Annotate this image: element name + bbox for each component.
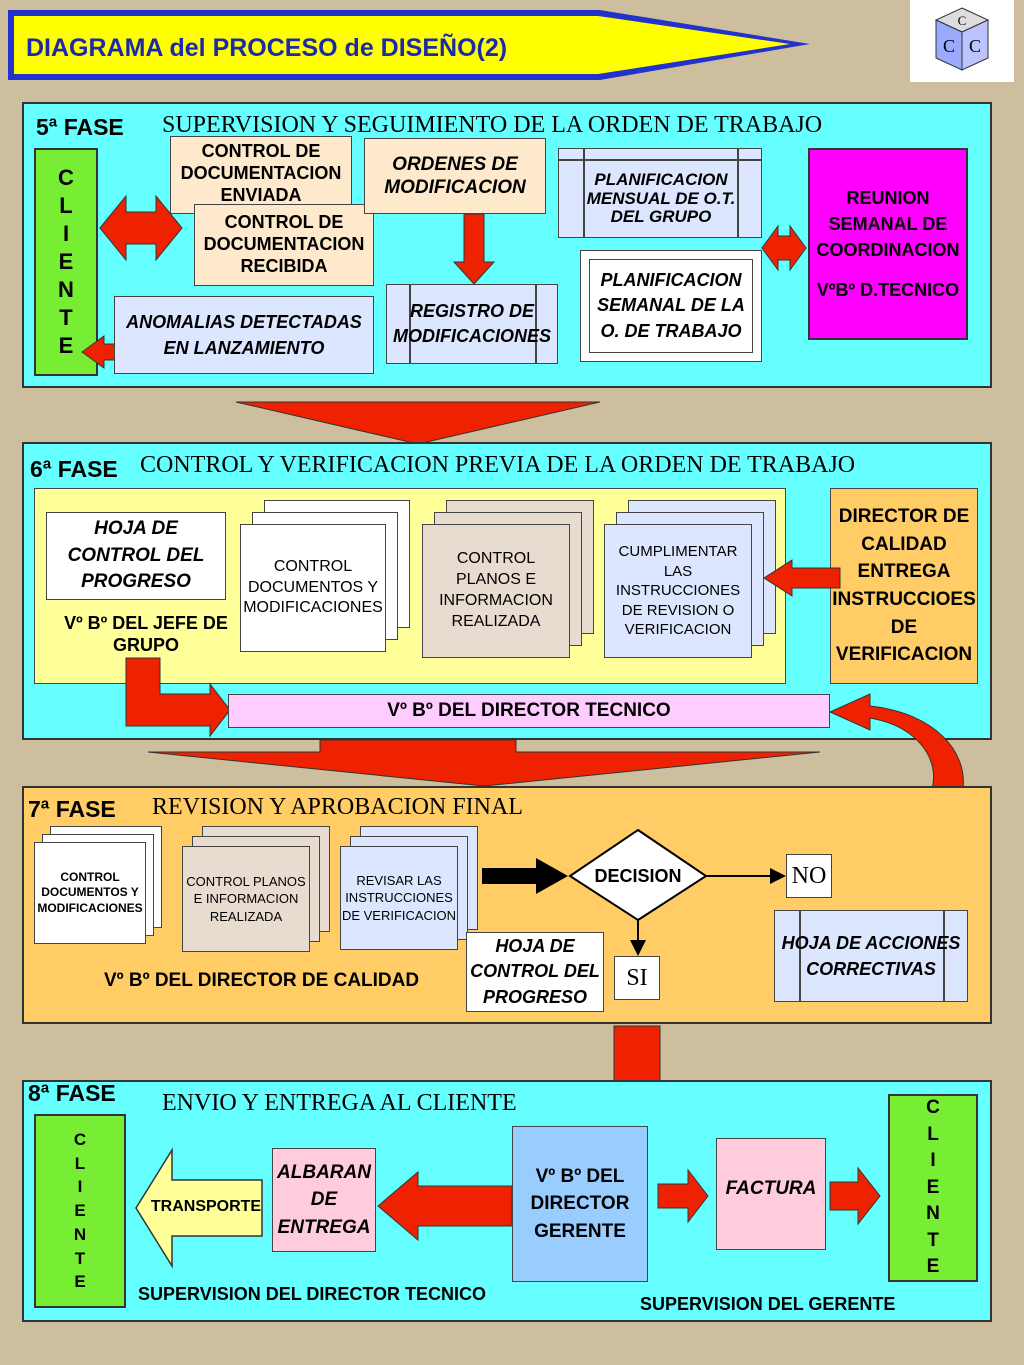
vb-director-tecnico-bar: Vº Bº DEL DIRECTOR TECNICO bbox=[228, 694, 830, 728]
hoja-acciones-correctivas-box: HOJA DE ACCIONES CORRECTIVAS bbox=[774, 910, 968, 1002]
arrow-gerente-factura bbox=[657, 1168, 709, 1224]
phase6-title: CONTROL Y VERIFICACION PREVIA DE LA ORDE… bbox=[140, 452, 856, 478]
arrow-revisar-decision bbox=[482, 858, 568, 894]
logo: C C C bbox=[910, 0, 1014, 82]
no-box: NO bbox=[786, 854, 832, 898]
control-documentos-stack-phase7: CONTROL DOCUMENTOS Y MODIFICACIONES bbox=[34, 826, 162, 952]
decision-label: DECISION bbox=[594, 865, 682, 886]
logo-letter: C bbox=[958, 13, 967, 28]
arrow-ordenes-registro bbox=[452, 213, 496, 285]
transporte-arrow bbox=[135, 1147, 263, 1269]
ordenes-de-modificacion: ORDENES DE MODIFICACION bbox=[364, 138, 546, 214]
control-planos-label: CONTROL PLANOS E INFORMACION REALIZADA bbox=[422, 524, 570, 658]
control-documentos-label-phase7: CONTROL DOCUMENTOS Y MODIFICACIONES bbox=[34, 842, 146, 944]
phase5-title: SUPERVISION Y SEGUIMIENTO DE LA ORDEN DE… bbox=[162, 112, 823, 138]
control-planos-stack-phase6: CONTROL PLANOS E INFORMACION REALIZADA bbox=[422, 500, 594, 660]
svg-text:C: C bbox=[943, 36, 955, 56]
vb-jefe-grupo: Vº Bº DEL JEFE DE GRUPO bbox=[64, 613, 228, 655]
planificacion-mensual-label: PLANIFICACION MENSUAL DE O.T. DEL GRUPO bbox=[586, 169, 736, 227]
control-planos-label-phase7: CONTROL PLANOS E INFORMACION REALIZADA bbox=[182, 846, 310, 952]
control-documentos-stack-phase6: CONTROL DOCUMENTOS Y MODIFICACIONES bbox=[240, 500, 412, 652]
arrow-phase6-to-phase7 bbox=[147, 739, 821, 787]
arrow-director-cumplimentar bbox=[763, 559, 841, 597]
svg-text:C: C bbox=[969, 36, 981, 56]
vb-director-calidad: Vº Bº DEL DIRECTOR DE CALIDAD bbox=[104, 970, 420, 991]
transporte-label: TRANSPORTE bbox=[150, 1198, 262, 1215]
arrow-factura-cliente bbox=[829, 1166, 881, 1226]
control-documentacion-enviada: CONTROL DE DOCUMENTACION ENVIADA bbox=[170, 136, 352, 214]
registro-modificaciones-box: REGISTRO DE MODIFICACIONES bbox=[386, 284, 558, 364]
anomalias-detectadas: ANOMALIAS DETECTADAS EN LANZAMIENTO bbox=[114, 296, 374, 374]
reunion-label: REUNION SEMANAL DE COORDINACION bbox=[816, 187, 960, 260]
phase6-label: 6ª FASE bbox=[30, 456, 118, 482]
revisar-label: REVISAR LAS INSTRUCCIONES DE VERIFICACIO… bbox=[340, 846, 458, 950]
planificacion-mensual-box: PLANIFICACION MENSUAL DE O.T. DEL GRUPO bbox=[558, 148, 762, 238]
supervision-gerente: SUPERVISION DEL GERENTE bbox=[640, 1294, 896, 1314]
planificacion-semanal-label: PLANIFICACION SEMANAL DE LA O. DE TRABAJ… bbox=[597, 270, 745, 341]
control-documentos-label: CONTROL DOCUMENTOS Y MODIFICACIONES bbox=[240, 524, 386, 652]
supervision-director-tecnico: SUPERVISION DEL DIRECTOR TECNICO bbox=[138, 1284, 487, 1304]
vb-director-gerente-box: Vº Bº DEL DIRECTOR GERENTE bbox=[512, 1126, 648, 1282]
control-planos-stack-phase7: CONTROL PLANOS E INFORMACION REALIZADA bbox=[182, 826, 332, 956]
cumplimentar-stack: CUMPLIMENTAR LAS INSTRUCCIONES DE REVISI… bbox=[604, 500, 776, 660]
phase7-title: REVISION Y APROBACION FINAL bbox=[152, 794, 523, 820]
double-arrow-planificacion-reunion bbox=[761, 224, 807, 272]
control-documentacion-recibida: CONTROL DE DOCUMENTACION RECIBIDA bbox=[194, 204, 374, 286]
registro-modificaciones-label: REGISTRO DE MODIFICACIONES bbox=[392, 300, 551, 346]
double-arrow-cliente-control bbox=[99, 194, 183, 262]
albaran-entrega: ALBARAN DE ENTREGA bbox=[272, 1148, 376, 1252]
cumplimentar-label: CUMPLIMENTAR LAS INSTRUCCIONES DE REVISI… bbox=[604, 524, 752, 658]
phase8-label: 8ª FASE bbox=[28, 1080, 116, 1106]
si-box: SI bbox=[614, 956, 660, 1000]
hoja-control-progreso-phase6: HOJA DE CONTROL DEL PROGRESO bbox=[46, 512, 226, 600]
director-calidad-box: DIRECTOR DE CALIDAD ENTREGA INSTRUCCIOES… bbox=[830, 488, 978, 684]
revisar-stack: REVISAR LAS INSTRUCCIONES DE VERIFICACIO… bbox=[340, 826, 478, 952]
phase7-label: 7ª FASE bbox=[28, 796, 116, 822]
page-title: DIAGRAMA del PROCESO de DISEÑO(2) bbox=[26, 34, 508, 62]
phase5-label: 5ª FASE bbox=[36, 114, 124, 140]
arrow-phase5-to-phase6 bbox=[235, 401, 601, 445]
reunion-vb-label: VºBº D.TECNICO bbox=[816, 280, 960, 301]
arrow-gerente-albaran bbox=[377, 1170, 513, 1242]
planificacion-semanal-box: PLANIFICACION SEMANAL DE LA O. DE TRABAJ… bbox=[580, 250, 762, 362]
arrow-jefe-to-director-tecnico bbox=[125, 657, 231, 738]
hoja-control-progreso-phase7: HOJA DE CONTROL DEL PROGRESO bbox=[466, 932, 604, 1012]
phase8-title: ENVIO Y ENTREGA AL CLIENTE bbox=[162, 1090, 517, 1116]
reunion-semanal-box: REUNION SEMANAL DE COORDINACION VºBº D.T… bbox=[808, 148, 968, 340]
factura: FACTURA bbox=[716, 1138, 826, 1250]
hoja-acciones-label: HOJA DE ACCIONES CORRECTIVAS bbox=[781, 932, 961, 979]
